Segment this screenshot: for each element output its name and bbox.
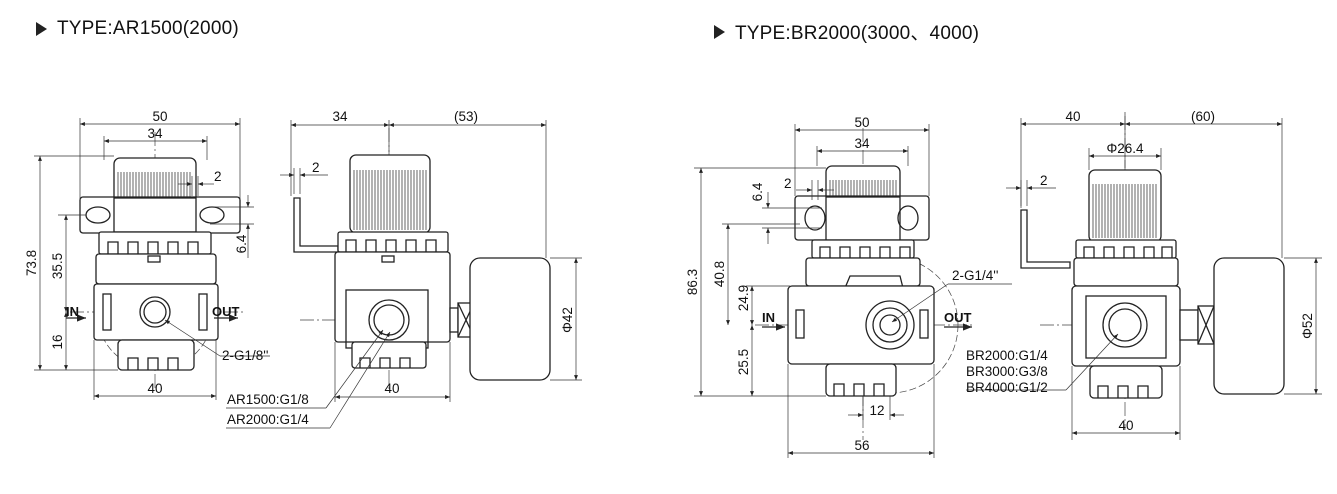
- br-front-dim-56: 56: [854, 438, 869, 453]
- br-side-dim-phi26-4: Φ26.4: [1106, 141, 1144, 156]
- br-side-dim-40-bottom: 40: [1118, 418, 1133, 433]
- br-front-view: [694, 124, 1012, 458]
- br-front-dim-2: 2: [784, 176, 792, 191]
- type-label-br: TYPE:BR2000(3000、4000): [714, 18, 979, 45]
- br-side-dim-60: (60): [1191, 109, 1215, 124]
- br-side-dim-phi52: Φ52: [1300, 313, 1315, 339]
- ar-side-dim-phi42: Φ42: [560, 307, 575, 333]
- br-front-dim-40-8: 40.8: [712, 261, 727, 287]
- triangle-bullet-icon: [36, 22, 47, 36]
- br-port-out-label: OUT: [944, 310, 972, 325]
- ar-front-dim-6-4: 6.4: [234, 234, 249, 253]
- triangle-bullet-icon: [714, 24, 725, 39]
- br-side-note-3: BR4000:G1/2: [966, 380, 1048, 395]
- br-side-note-1: BR2000:G1/4: [966, 348, 1048, 363]
- ar-front-dim-50: 50: [152, 109, 167, 124]
- ar-side-note-2: AR2000:G1/4: [227, 412, 309, 427]
- ar-side-note-1: AR1500:G1/8: [227, 392, 309, 407]
- br-front-dim-34: 34: [854, 136, 870, 151]
- br-front-dim-24-9: 24.9: [736, 285, 751, 311]
- br-front-dim-6-4: 6.4: [750, 182, 765, 201]
- ar-side-view: [226, 120, 582, 429]
- ar-port-note: 2-G1/8'': [222, 348, 268, 363]
- ar-side-dim-40: 40: [384, 381, 399, 396]
- ar-front-dim-34: 34: [147, 126, 163, 141]
- ar-front-dim-2: 2: [214, 169, 222, 184]
- br-front-dim-12: 12: [869, 403, 884, 418]
- ar-side-dim-53: (53): [454, 109, 478, 124]
- type-label-ar: TYPE:AR1500(2000): [36, 18, 239, 40]
- br-side-dim-2: 2: [1040, 173, 1048, 188]
- br-side-dim-40: 40: [1065, 109, 1080, 124]
- type-label-br-text: TYPE:BR2000(3000、4000): [735, 23, 980, 44]
- ar-front-dim-35-5: 35.5: [50, 253, 65, 279]
- type-label-ar-text: TYPE:AR1500(2000): [57, 18, 239, 39]
- ar-side-dim-2: 2: [312, 160, 320, 175]
- ar-front-dim-16: 16: [50, 334, 65, 349]
- ar-front-dim-73-8: 73.8: [24, 250, 39, 276]
- ar-port-out-label: OUT: [212, 304, 240, 319]
- br-port-in-label: IN: [762, 310, 775, 325]
- ar-front-view: [34, 118, 270, 400]
- br-side-view: [966, 112, 1322, 440]
- br-side-note-2: BR3000:G3/8: [966, 364, 1048, 379]
- br-front-dim-50: 50: [854, 115, 869, 130]
- ar-port-in-label: IN: [66, 304, 79, 319]
- ar-side-dim-34: 34: [332, 109, 348, 124]
- br-port-note: 2-G1/4'': [952, 268, 998, 283]
- ar-front-dim-40: 40: [147, 381, 162, 396]
- br-front-dim-25-5: 25.5: [736, 349, 751, 375]
- br-front-dim-86-3: 86.3: [685, 269, 700, 295]
